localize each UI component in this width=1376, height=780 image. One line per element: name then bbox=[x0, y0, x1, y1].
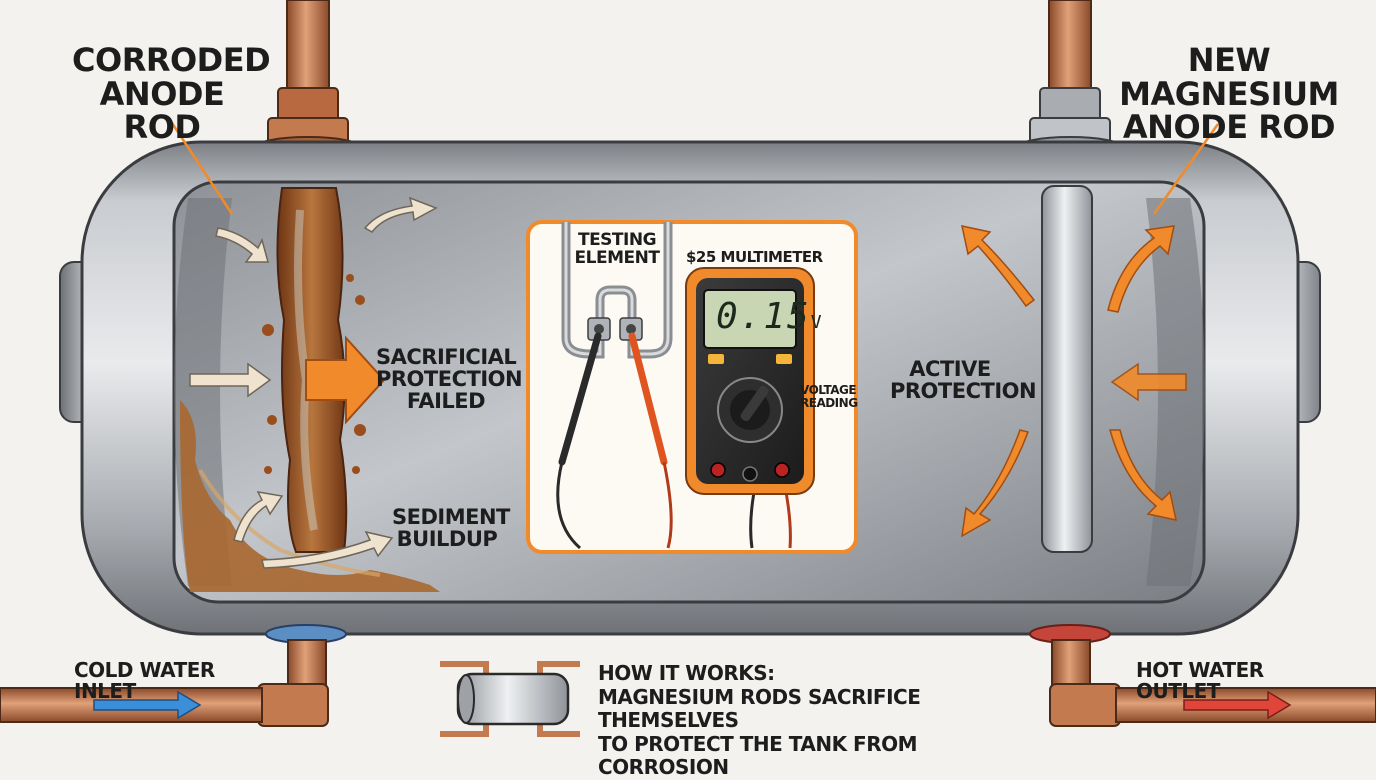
cold-flow-arrow-icon bbox=[93, 690, 202, 720]
multimeter-test-inset bbox=[526, 220, 858, 554]
multimeter-display bbox=[703, 289, 797, 349]
multimeter-value: 0.15V bbox=[716, 296, 822, 337]
protection-arrows bbox=[961, 225, 1187, 538]
leader-lines bbox=[168, 119, 1220, 215]
how-it-works-rod-icon bbox=[440, 661, 580, 737]
flow-arrows-left bbox=[189, 196, 438, 569]
how-it-works-text: HOW IT WORKS:MAGNESIUM RODS SACRIFICE TH… bbox=[598, 661, 921, 780]
multimeter-label: $25 MULTIMETER bbox=[686, 248, 823, 266]
multimeter bbox=[685, 267, 815, 495]
test-probes bbox=[556, 332, 792, 550]
cold-inlet-pipe bbox=[0, 624, 347, 727]
cold-water-inlet-label: COLD WATER INLET bbox=[74, 658, 215, 703]
hot-water-outlet-label: HOT WATER OUTLET bbox=[1136, 658, 1264, 703]
hot-flow-arrow-icon bbox=[1183, 690, 1292, 720]
failure-arrow-icon bbox=[305, 335, 386, 425]
hot-outlet-pipe bbox=[1029, 624, 1376, 727]
top-left-pipe bbox=[255, 0, 361, 158]
testing-element bbox=[561, 222, 673, 359]
new-magnesium-anode-rod bbox=[1041, 185, 1093, 553]
sediment-buildup bbox=[180, 400, 440, 592]
